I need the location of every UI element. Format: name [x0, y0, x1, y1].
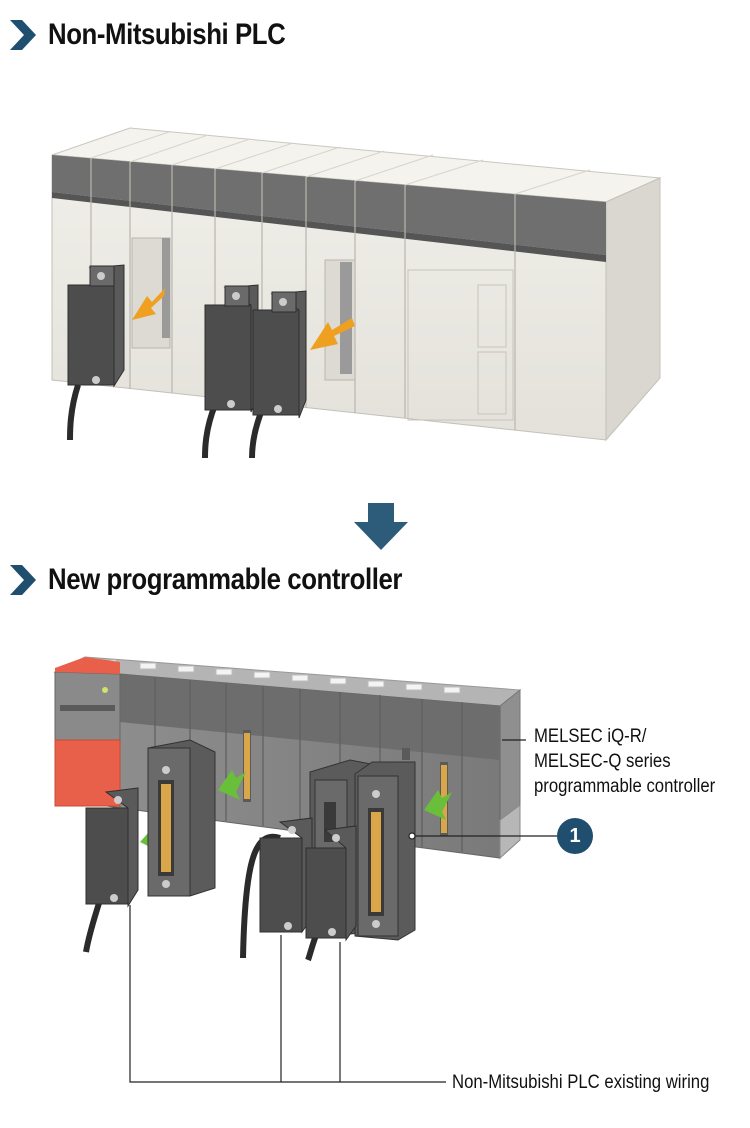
existing-terminal-block [83, 787, 139, 953]
melsec-label-line1: MELSEC iQ-R/ [534, 726, 647, 747]
callout-badge: 1 [557, 818, 593, 854]
existing-wiring-label: Non-Mitsubishi PLC existing wiring [452, 1072, 710, 1093]
conversion-adapter [354, 761, 416, 941]
melsec-label: MELSEC iQ-R/ MELSEC-Q series programmabl… [534, 724, 715, 799]
arrow-remove-icon [132, 288, 165, 320]
melsec-label-line2: MELSEC-Q series [534, 751, 671, 772]
chevron-right-icon [10, 20, 36, 50]
arrow-insert-icon [424, 790, 452, 820]
old-terminal-block [202, 284, 259, 459]
arrow-down-icon [354, 503, 408, 550]
conversion-adapter [147, 739, 216, 897]
old-plc-rack [51, 127, 662, 442]
old-terminal-block [249, 290, 307, 459]
heading-text: Non-Mitsubishi PLC [48, 18, 286, 51]
chevron-right-icon [10, 565, 36, 595]
heading-text: New programmable controller [48, 563, 402, 596]
arrow-remove-icon [310, 318, 355, 350]
arrow-insert-icon [218, 770, 246, 800]
old-terminal-block [67, 264, 125, 441]
section-heading-non-mitsubishi: Non-Mitsubishi PLC [8, 18, 324, 52]
leader-lines [129, 739, 558, 1083]
melsec-label-line3: programmable controller [534, 776, 716, 797]
existing-terminal-block [240, 817, 313, 959]
existing-terminal-block [305, 825, 357, 962]
section-heading-new-controller: New programmable controller [8, 563, 460, 597]
